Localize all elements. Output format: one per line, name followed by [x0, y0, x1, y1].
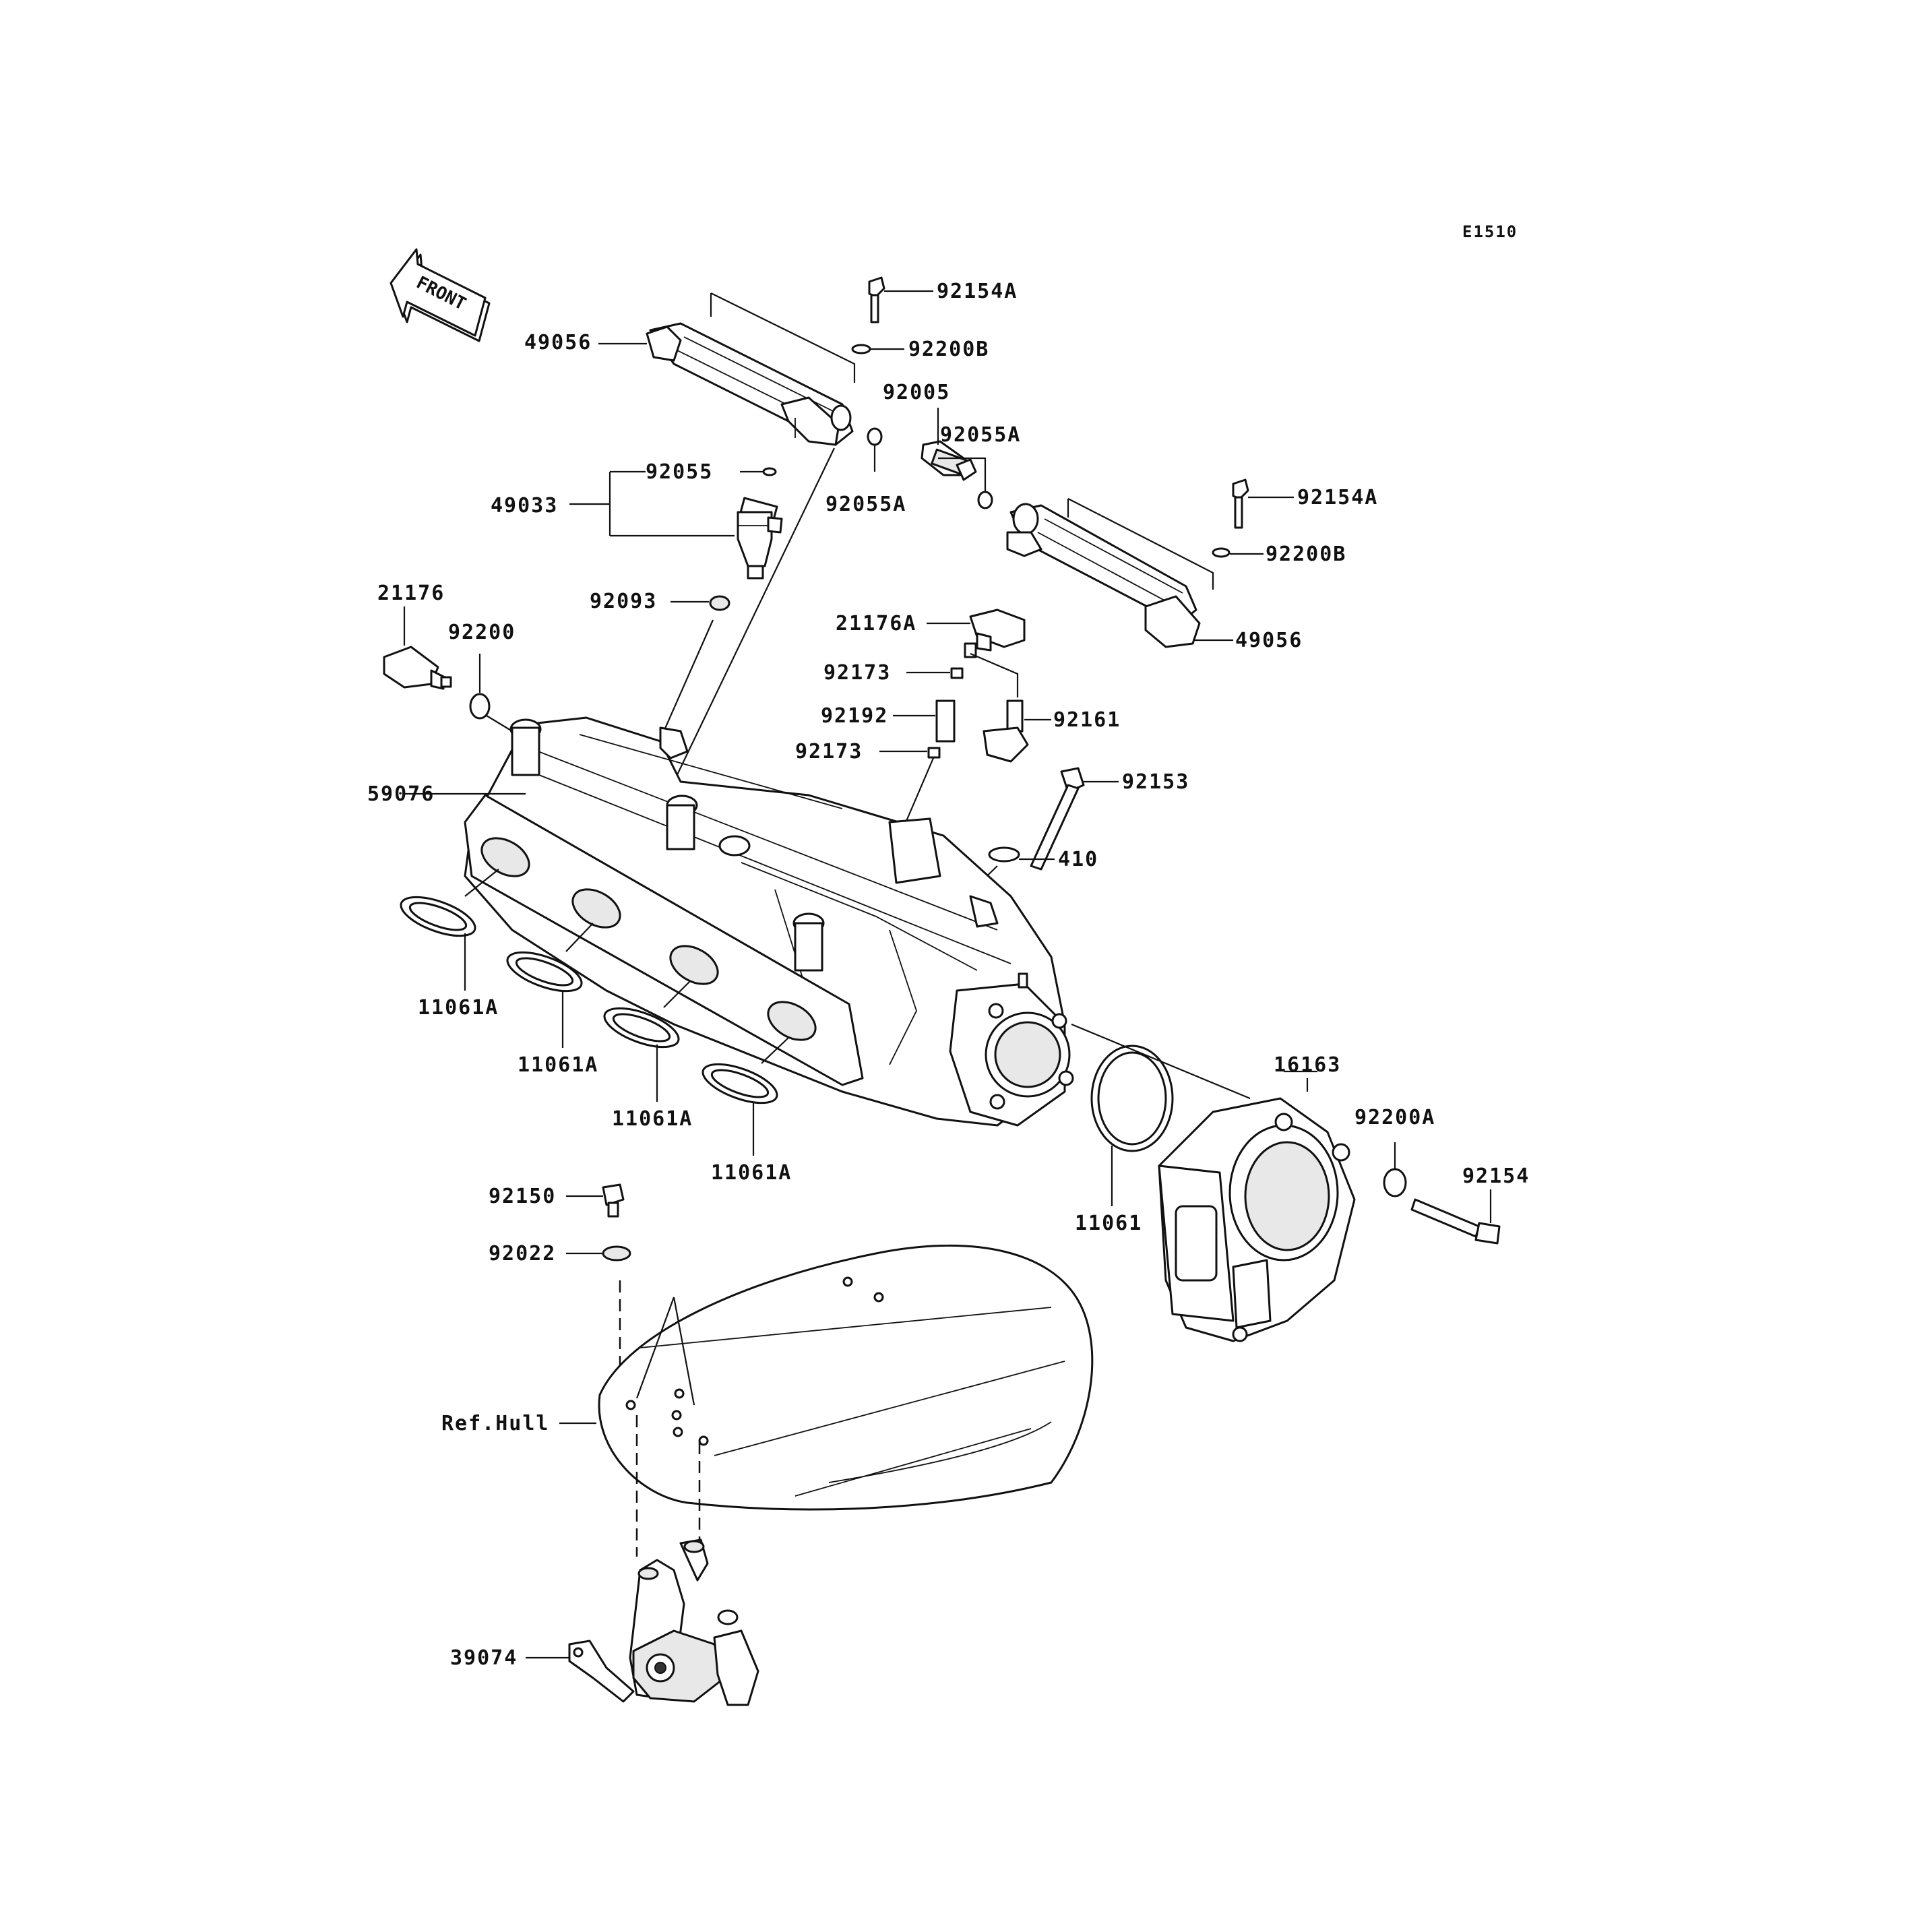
washer-92200a: [1383, 1168, 1407, 1197]
fuel-rail-top: [646, 322, 854, 446]
label-11061a-4: 11061A: [711, 1161, 792, 1185]
fuel-rail-right: [1006, 503, 1201, 648]
bolt-92154a-right: [1232, 478, 1249, 529]
label-92055: 92055: [646, 460, 713, 484]
washer-92200b-top: [851, 344, 871, 354]
ref-hull: [598, 1244, 1094, 1511]
clip-92173-bottom: [927, 747, 941, 759]
fitting-92161: [983, 699, 1029, 763]
front-arrow-icon: FRONT: [389, 248, 491, 342]
sensor-bracket-39074: [568, 1538, 759, 1706]
o-ring-92055a-left: [867, 427, 883, 446]
fitting-92005: [921, 440, 977, 481]
sensor-21176: [383, 646, 452, 690]
bolt-92153: [1030, 767, 1085, 871]
label-92005: 92005: [883, 381, 950, 404]
o-ring-92055: [762, 467, 777, 476]
label-11061: 11061: [1075, 1212, 1142, 1235]
label-21176a: 21176A: [836, 612, 916, 635]
label-ref-hull: Ref.Hull: [441, 1412, 550, 1435]
label-92150: 92150: [489, 1185, 556, 1208]
label-92200a: 92200A: [1354, 1106, 1435, 1129]
washer-92200: [469, 693, 491, 720]
label-11061a-3: 11061A: [612, 1107, 693, 1131]
washer-92022: [602, 1245, 631, 1261]
label-92055a-left: 92055A: [825, 493, 906, 516]
label-92153: 92153: [1122, 770, 1189, 794]
label-11061a-1: 11061A: [418, 996, 499, 1020]
label-49056-right: 49056: [1235, 629, 1303, 652]
label-39074: 39074: [450, 1646, 518, 1670]
washer-92200b-right: [1212, 547, 1230, 558]
label-49033: 49033: [491, 494, 558, 518]
label-92154a-right: 92154A: [1297, 486, 1378, 509]
label-59076: 59076: [367, 782, 435, 806]
label-92161: 92161: [1053, 708, 1121, 732]
intake-manifold-59076: [464, 716, 1074, 1127]
o-ring-92055a-right: [977, 491, 993, 509]
bolt-92150: [602, 1183, 625, 1218]
fuel-injector-49033: [737, 497, 783, 580]
label-11061a-2: 11061A: [518, 1053, 598, 1077]
label-16163: 16163: [1274, 1053, 1341, 1077]
throttle-body-16163: [1158, 1097, 1356, 1342]
label-92200b-top: 92200B: [908, 338, 989, 361]
label-92200: 92200: [448, 621, 516, 644]
label-49056-top: 49056: [524, 331, 592, 354]
sensor-21176a: [964, 609, 1026, 658]
bolt-92154a-top: [868, 276, 885, 323]
bolt-92154: [1410, 1198, 1501, 1245]
label-92055a-right: 92055A: [940, 423, 1021, 447]
seal-92093: [709, 595, 730, 611]
label-92173-top: 92173: [823, 661, 891, 685]
label-92154: 92154: [1462, 1164, 1530, 1188]
hose-92192: [935, 699, 956, 743]
label-92154a-top: 92154A: [937, 280, 1018, 303]
label-92192: 92192: [821, 704, 888, 728]
o-ring-410: [988, 846, 1020, 863]
clip-92173-top: [950, 667, 964, 679]
label-92200b-right: 92200B: [1266, 542, 1346, 566]
label-410: 410: [1058, 848, 1098, 871]
label-92173-bottom: 92173: [795, 740, 863, 764]
label-21176: 21176: [377, 582, 445, 605]
label-92022: 92022: [489, 1242, 556, 1266]
diagram-code: E1510: [1462, 222, 1518, 241]
label-92093: 92093: [590, 590, 657, 613]
